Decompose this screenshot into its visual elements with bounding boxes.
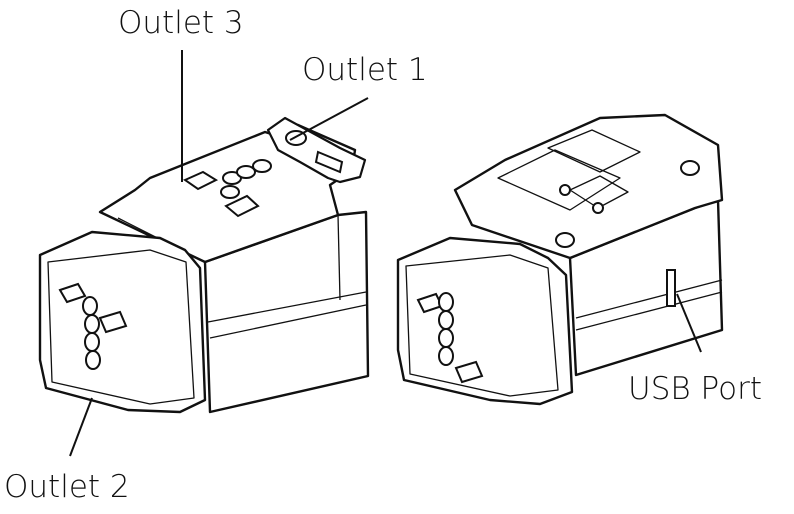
outlet-1-plate [266,116,367,184]
outlet-2-face [38,230,207,414]
right-adapter-top [453,113,724,260]
right-front-face [396,236,574,406]
outlet-3-socket [182,159,272,218]
label-outlet-2: Outlet 2 [4,469,130,505]
leader-usb [676,293,702,353]
right-adapter [396,113,724,406]
left-adapter [38,116,370,414]
usb-port-slot [666,269,676,307]
leader-outlet-2 [69,397,93,457]
leader-outlet-1 [289,97,369,141]
label-usb-port: USB Port [628,371,762,407]
label-outlet-3: Outlet 3 [118,5,244,41]
label-outlet-1: Outlet 1 [302,52,428,88]
